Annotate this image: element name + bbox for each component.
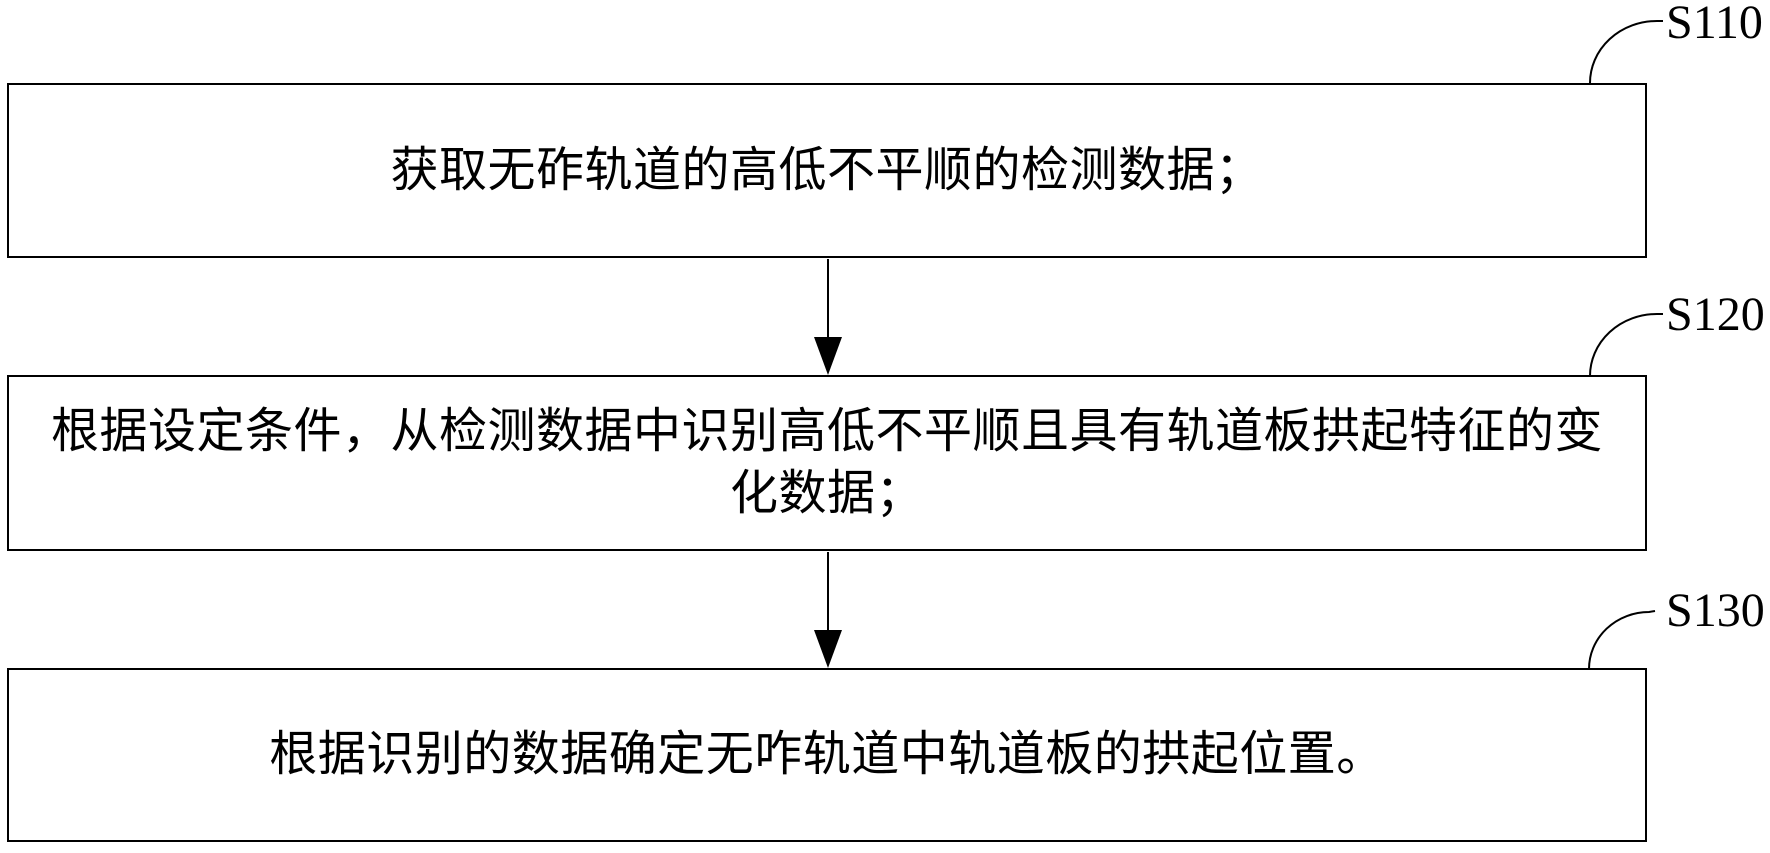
step-2-text-line-2: 化数据； [729,467,924,520]
leader-curve-s120 [1589,313,1663,377]
step-1-text: 获取无砟轨道的高低不平顺的检测数据； [390,143,1264,197]
step-label-s120: S120 [1666,288,1765,341]
leader-curve-s130 [1588,610,1656,670]
arrow-step2-to-step3 [814,552,842,668]
step-2-text-line-1: 根据设定条件，从检测数据中识别高低不平顺且具有轨道板拱起特征的变 [50,405,1603,458]
step-label-s130: S130 [1666,584,1765,637]
step-box-3: 根据识别的数据确定无咋轨道中轨道板的拱起位置。 [7,668,1647,842]
step-label-s110: S110 [1666,0,1763,49]
step-box-2: 根据设定条件，从检测数据中识别高低不平顺且具有轨道板拱起特征的变 化数据； [7,375,1647,551]
leader-curve-s110 [1589,20,1663,84]
arrow-step1-to-step2 [814,259,842,375]
step-box-1: 获取无砟轨道的高低不平顺的检测数据； [7,83,1647,258]
step-3-text: 根据识别的数据确定无咋轨道中轨道板的拱起位置。 [269,728,1385,781]
